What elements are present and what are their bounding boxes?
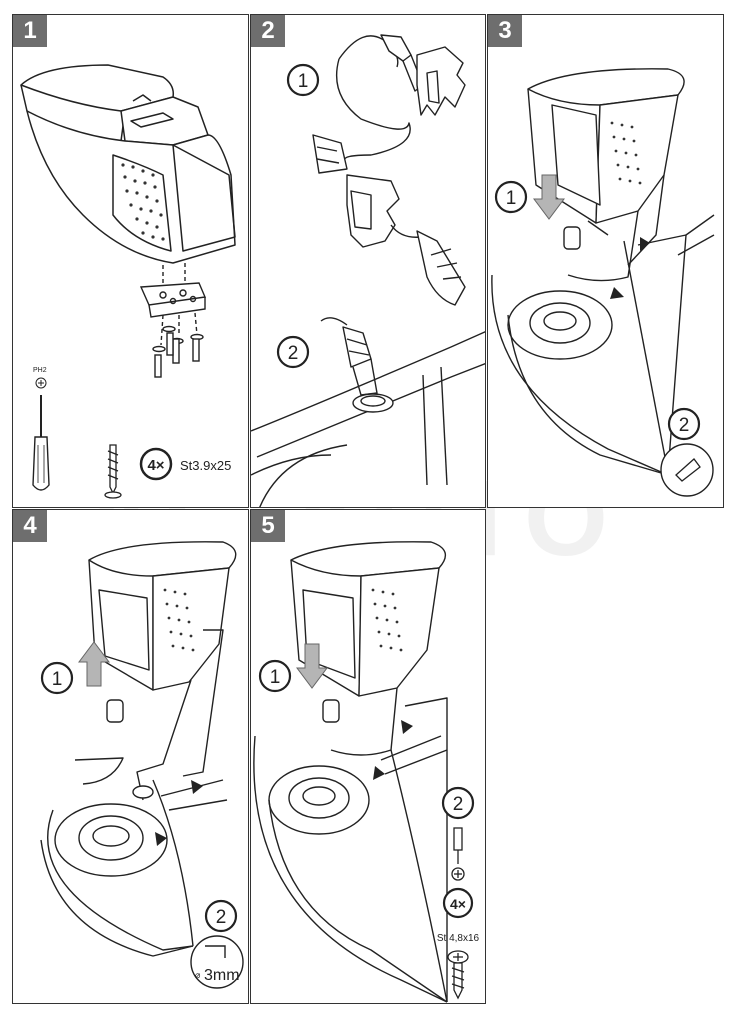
step-4-illustration: 1 2 ⌀ 3mm bbox=[40, 541, 244, 989]
step-5-screw-spec: St 4,8x16 bbox=[437, 933, 480, 944]
step-3-callout-1 bbox=[494, 180, 528, 214]
step-5-callout-1-label: 1 bbox=[270, 667, 281, 688]
step-4-panel: 4 1 2 bbox=[12, 509, 249, 1004]
step-3-callout-2 bbox=[667, 407, 701, 441]
step-2-callout-1-label: 1 bbox=[298, 71, 309, 92]
step-4-number: 4 bbox=[13, 510, 47, 542]
step-5-screw-icon bbox=[447, 950, 469, 1000]
step-3-callout-1-label: 1 bbox=[506, 188, 517, 209]
mounting-screws bbox=[154, 332, 200, 378]
step-3-callout-2-label: 2 bbox=[679, 415, 690, 436]
step-2-illustration: 1 2 bbox=[251, 34, 485, 507]
perforation-dots bbox=[121, 163, 165, 241]
drill-bit-icon bbox=[451, 827, 465, 881]
step-3-number: 3 bbox=[488, 15, 522, 47]
step-5-panel: 5 1 2 bbox=[250, 509, 486, 1004]
step-5-screw-count-circle bbox=[442, 887, 474, 919]
step-5-screw-count: 4× bbox=[450, 896, 466, 912]
step-2-callout-2-label: 2 bbox=[288, 343, 299, 364]
step-1-number: 1 bbox=[13, 15, 47, 47]
step-4-callout-2-label: 2 bbox=[216, 907, 227, 928]
step-5-number: 5 bbox=[251, 510, 285, 542]
screwdriver-label: PH2 bbox=[33, 367, 47, 374]
step-5-callout-2 bbox=[441, 786, 475, 820]
step-4-callout-1-label: 1 bbox=[52, 669, 63, 690]
step-2-panel: 2 bbox=[250, 14, 486, 508]
drill-size: 3mm bbox=[204, 967, 240, 984]
screw-count-circle bbox=[139, 447, 173, 481]
step-1-illustration: PH2 4× St3.9x25 bbox=[20, 64, 236, 499]
step-5-down-arrow-icon bbox=[296, 643, 328, 689]
step-2-callout-1 bbox=[286, 63, 320, 97]
step-1-panel: 1 bbox=[12, 14, 249, 508]
step-3-down-arrow-icon bbox=[533, 174, 565, 220]
step-5-callout-1 bbox=[258, 659, 292, 693]
screw-count: 4× bbox=[147, 457, 164, 474]
svg-text:⌀: ⌀ bbox=[195, 970, 201, 980]
step-2-callout-2 bbox=[276, 335, 310, 369]
step-2-number: 2 bbox=[251, 15, 285, 47]
step-5-illustration: 1 2 4× St 4,8x16 bbox=[253, 541, 480, 1003]
step-4-callout-1 bbox=[40, 661, 74, 695]
step-3-panel: 3 1 2 bbox=[487, 14, 724, 508]
step-4-up-arrow-icon bbox=[78, 641, 110, 687]
screwdriver-icon: PH2 bbox=[32, 367, 50, 491]
step-5-callout-2-label: 2 bbox=[453, 794, 464, 815]
step-4-callout-2 bbox=[204, 899, 238, 933]
screw-spec: St3.9x25 bbox=[180, 458, 231, 473]
step-3-illustration: 1 2 bbox=[491, 68, 715, 497]
step-4-drill-detail bbox=[190, 935, 244, 989]
screw-icon bbox=[104, 444, 122, 499]
